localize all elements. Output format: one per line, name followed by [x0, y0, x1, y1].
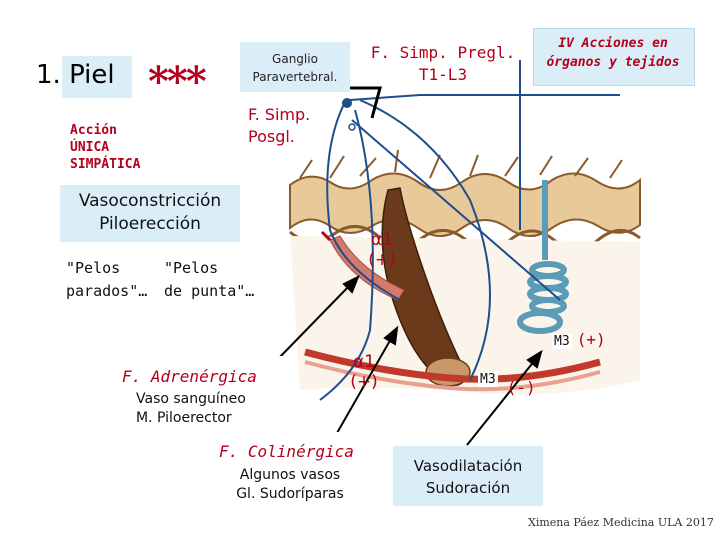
ganglio-line1: Ganglio	[272, 52, 318, 66]
ganglio-line2: Paravertebral.	[252, 70, 338, 84]
m3-right-sign: (+)	[576, 330, 606, 349]
adrenergica-line1: Vaso sanguíneo	[136, 391, 246, 407]
pelos-parados-line2: parados"…	[66, 282, 148, 300]
epidermis-band	[289, 172, 641, 237]
ganglion	[342, 98, 352, 108]
f-simp-pregl-label: F. Simp. Pregl. T1-L3	[368, 42, 518, 86]
m3-right-label: M3	[552, 334, 572, 349]
vasoconstriccion-label: Vasoconstricción Piloerección	[60, 190, 240, 236]
piloerector-muscle	[329, 235, 405, 301]
vasodilatacion-label: Vasodilatación Sudoración	[393, 455, 543, 499]
accion-unica-label: Acción ÚNICA SIMPÁTICA	[70, 122, 140, 173]
m3-center-sign: (-)	[506, 378, 536, 397]
ganglio-box	[240, 42, 350, 92]
title-box	[62, 56, 132, 98]
f-simp-posgl-line1: F. Simp.	[248, 105, 311, 124]
vasodilatacion-line1: Vasodilatación	[413, 457, 523, 475]
section-label: Piel	[69, 60, 115, 90]
colinergica-line2: Gl. Sudoríparas	[236, 486, 344, 502]
colinergica-line1: Algunos vasos	[239, 467, 341, 483]
iv-acciones-line2: órganos y tejidos	[546, 55, 680, 70]
iv-acciones-line1: IV Acciones en	[558, 36, 668, 51]
accion-line2: ÚNICA	[70, 140, 110, 155]
f-simp-posgl-label: F. Simp. Posgl.	[248, 104, 310, 148]
iv-acciones-box	[533, 28, 695, 86]
colinergica-targets: Algunos vasos Gl. Sudoríparas	[220, 466, 360, 504]
section-title: 1. Piel	[36, 60, 115, 90]
pelos-parados-label: "Pelos parados"…	[66, 257, 147, 303]
surface-hairs	[299, 149, 623, 179]
vasodilatacion-box	[393, 446, 543, 506]
f-simp-pregl-line1: F. Simp. Pregl.	[370, 43, 516, 62]
f-simp-posgl-line2: Posgl.	[248, 127, 295, 146]
adrenergica-title: F. Adrenérgica	[122, 367, 257, 386]
iv-acciones-label: IV Acciones en órganos y tejidos	[536, 34, 690, 72]
pointer-arrows	[276, 274, 543, 446]
ganglion-bracket	[340, 86, 382, 119]
adrenergica-box	[118, 356, 288, 430]
m3-right-receptor: M3 (+)	[552, 330, 606, 349]
blood-vessel	[304, 348, 601, 383]
stars-mark: ***	[148, 58, 207, 105]
alpha1-lower-sign: (+)	[350, 372, 378, 392]
vasoconstriccion-line2: Piloerección	[99, 214, 201, 234]
credit-text: Ximena Páez Medicina ULA 2017	[528, 516, 714, 529]
pelos-punta-line1: "Pelos	[164, 259, 219, 277]
postganglionic-node	[348, 123, 356, 131]
vasoconstriccion-box	[60, 185, 240, 242]
sweat-gland	[517, 180, 569, 334]
vasodilatacion-line2: Sudoración	[425, 479, 511, 497]
adrenergica-targets: Vaso sanguíneo M. Piloerector	[136, 390, 246, 428]
pelos-punta-label: "Pelos de punta"…	[164, 257, 254, 303]
m3-center-label: M3	[478, 372, 498, 387]
pelos-parados-line1: "Pelos	[66, 259, 121, 277]
alpha1-upper-receptor: α1 (+)	[362, 230, 402, 270]
sympathetic-nerves	[319, 60, 620, 401]
m3-center-receptor: M3 (-)	[478, 368, 536, 397]
pelos-punta-line2: de punta"…	[164, 282, 255, 300]
alpha1-lower-label: α1	[352, 352, 376, 372]
vasoconstriccion-line1: Vasoconstricción	[78, 191, 222, 211]
accion-line3: SIMPÁTICA	[70, 157, 141, 172]
alpha1-upper-label: α1	[370, 230, 394, 250]
colinergica-title: F. Colinérgica	[219, 442, 354, 461]
accion-line1: Acción	[70, 123, 117, 138]
alpha1-lower-receptor: α1 (+)	[344, 352, 384, 392]
ganglio-label: Ganglio Paravertebral.	[244, 50, 346, 86]
colinergica-box	[215, 432, 361, 512]
adrenergica-line2: M. Piloerector	[136, 410, 232, 426]
alpha1-upper-sign: (+)	[368, 250, 396, 270]
section-number: 1.	[36, 60, 61, 90]
f-simp-pregl-line2: T1-L3	[418, 65, 468, 84]
